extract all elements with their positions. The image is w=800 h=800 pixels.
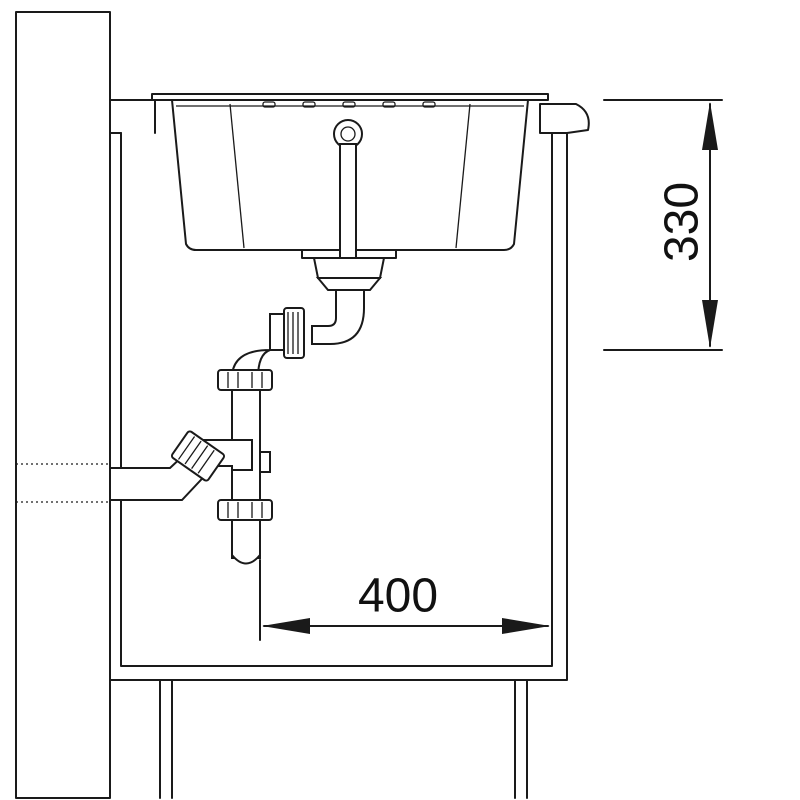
- overflow-holes: [262, 101, 436, 108]
- dimension-height-label: 330: [656, 182, 709, 262]
- dimension-width: 400: [259, 559, 550, 641]
- cabinet: [109, 99, 568, 681]
- sink-drain: [301, 249, 397, 291]
- overflow-pipe: [333, 119, 363, 268]
- wall: [15, 11, 111, 799]
- arrow-right-icon: [502, 618, 550, 634]
- siphon-pipes: [109, 289, 365, 565]
- worktop: [109, 99, 590, 134]
- dimension-width-label: 400: [358, 570, 438, 623]
- arrow-left-icon: [262, 618, 310, 634]
- dimension-height: 330: [603, 99, 723, 351]
- cabinet-legs: [159, 679, 528, 799]
- arrow-up-icon: [702, 102, 718, 150]
- arrow-down-icon: [702, 300, 718, 348]
